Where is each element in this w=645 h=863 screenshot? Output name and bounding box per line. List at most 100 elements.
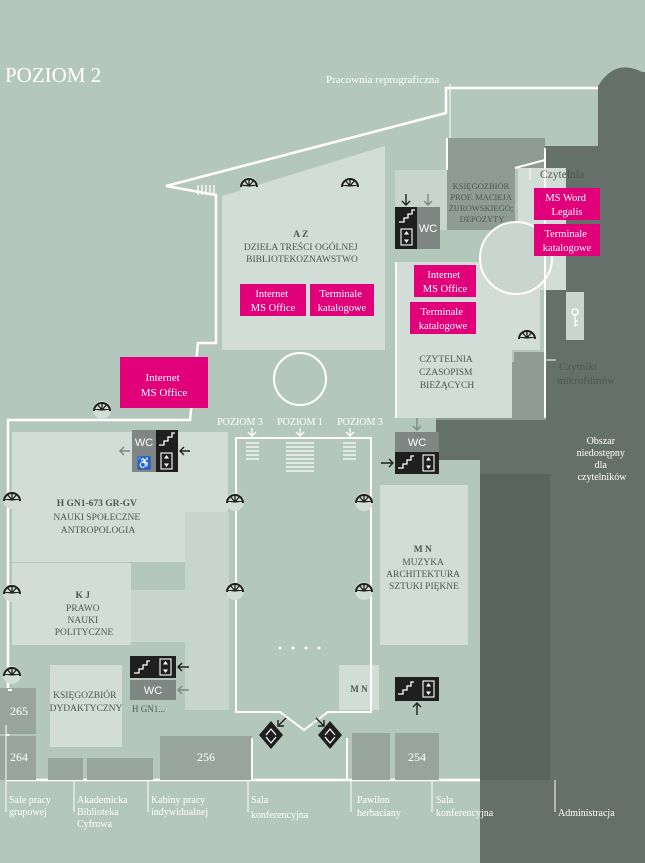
room-prof-label: KSIĘGOZBIÓR PROF. MACIEJA ŻUROWSKIEGO; D… bbox=[449, 181, 516, 224]
internet-right-box[interactable]: Internet MS Office bbox=[414, 265, 476, 297]
restricted-strip bbox=[480, 474, 550, 780]
svg-text:Terminale katalogowe: Terminale katalogowe bbox=[318, 289, 367, 314]
room-mn bbox=[380, 485, 468, 645]
room-mn-small bbox=[339, 665, 379, 710]
stairs-level-3-left[interactable]: POZIOM 3 bbox=[217, 417, 263, 460]
internet-left-line-1: Internet bbox=[146, 372, 180, 384]
wc-cluster-top[interactable]: WC bbox=[395, 194, 440, 249]
restricted-line-1: Obszar bbox=[587, 436, 616, 447]
room-number-256: 256 bbox=[197, 750, 215, 764]
room-az-line-2: BIBLIOTEKOZNAWSTWO bbox=[246, 255, 358, 265]
wheelchair-icon: ♿ bbox=[137, 456, 152, 470]
room-prof-line-4: DEPOZYTY bbox=[460, 214, 505, 224]
terminals-reading-box[interactable]: Terminale katalogowe bbox=[534, 224, 600, 256]
internet-left-box[interactable]: Internet MS Office bbox=[120, 357, 208, 408]
legend-tea-pavilion: Pawilon herbaciany bbox=[357, 795, 401, 819]
room-periodicals bbox=[396, 262, 540, 418]
room-256 bbox=[160, 736, 252, 780]
legend-conference-2: Sala konferencyjna bbox=[436, 795, 494, 819]
room-az-line-1: DZIEŁA TREŚCI OGÓLNEJ bbox=[244, 241, 358, 253]
terminals-az-box[interactable]: Terminale katalogowe bbox=[310, 284, 374, 316]
room-abc-2 bbox=[87, 758, 153, 780]
legend-tea-pavilion-line-1: Pawilon bbox=[357, 795, 390, 806]
stairs-right-label: POZIOM 3 bbox=[337, 417, 383, 428]
room-periodicals-line-3: BIEŻĄCYCH bbox=[420, 379, 475, 391]
room-periodicals-line-2: CZASOPISM bbox=[419, 368, 473, 378]
stairs-center-label: POZIOM 1 bbox=[277, 417, 323, 428]
terminals-reading-line-1: Terminale bbox=[544, 229, 587, 240]
wc-cluster-bottom-left[interactable]: WC H GN1... bbox=[130, 656, 189, 714]
room-mn-line-1: MUZYKA bbox=[402, 558, 444, 568]
spiral-stairs-icon bbox=[2, 665, 22, 685]
terminals-right-line-1: Terminale bbox=[420, 307, 463, 318]
wc-cluster-left[interactable]: WC ♿ bbox=[119, 430, 190, 472]
room-prof-line-3: ŻUROWSKIEGO; bbox=[449, 203, 514, 213]
room-prof-line-2: PROF. MACIEJA bbox=[450, 192, 513, 202]
stairs-left-label: POZIOM 3 bbox=[217, 417, 263, 428]
terminals-az-line-1: Terminale bbox=[319, 289, 362, 300]
legend-conference-1-line-2: konferencyjna bbox=[251, 810, 309, 821]
room-mn-label: M N MUZYKA ARCHITEKTURA SZTUKI PIĘKNE bbox=[386, 545, 462, 592]
restricted-label: Obszar niedostępny dla czytelników bbox=[577, 436, 628, 483]
room-mn-code: M N bbox=[414, 545, 432, 555]
room-kj-label: K J PRAWO NAUKI POLITYCZNE bbox=[55, 591, 114, 638]
lift-diamond-left[interactable] bbox=[259, 717, 287, 749]
room-conf-2 bbox=[352, 733, 390, 780]
restricted-line-2: niedostępny bbox=[577, 448, 625, 459]
level-title: POZIOM 2 bbox=[5, 63, 101, 87]
microfilm-line-1: Czytniki bbox=[559, 361, 597, 373]
terminals-reading-line-2: katalogowe bbox=[543, 243, 592, 254]
svg-text:Internet MS Office: Internet MS Office bbox=[141, 372, 188, 399]
key-icon bbox=[571, 308, 579, 327]
legend-conference-1: Sala konferencyjna bbox=[251, 795, 309, 821]
legend-group-rooms: Sale pracy grupowej bbox=[9, 795, 53, 818]
stairs-level-3-right[interactable]: POZIOM 3 bbox=[337, 417, 383, 460]
reading-room-label: Czytelnia bbox=[540, 169, 584, 181]
legend-digital-library-line-2: Biblioteka bbox=[77, 807, 119, 818]
room-abc-1 bbox=[48, 758, 83, 780]
internet-right-line-1: Internet bbox=[427, 270, 460, 281]
spiral-stairs-icon bbox=[354, 581, 374, 601]
wc-top-label: WC bbox=[419, 223, 437, 235]
room-kj-code: K J bbox=[76, 591, 91, 601]
lift-diamond-right[interactable] bbox=[315, 717, 342, 749]
legend-administration-line-1: Administracja bbox=[558, 808, 615, 819]
room-number-265: 265 bbox=[10, 704, 28, 718]
stairs-bottom-right[interactable] bbox=[395, 677, 439, 715]
room-kj-side bbox=[131, 590, 185, 642]
spiral-stairs-icon bbox=[2, 490, 22, 510]
room-h-right bbox=[185, 512, 229, 710]
legend-conference-1-line-1: Sala bbox=[251, 795, 269, 806]
room-number-254: 254 bbox=[408, 750, 426, 764]
svg-text:Terminale katalogowe: Terminale katalogowe bbox=[543, 229, 592, 254]
internet-az-box[interactable]: Internet MS Office bbox=[240, 284, 306, 316]
ms-word-line-1: MS Word bbox=[545, 193, 586, 204]
room-kj bbox=[12, 563, 131, 645]
ms-word-box[interactable]: MS Word Legalis bbox=[534, 188, 600, 220]
terminals-right-box[interactable]: Terminale katalogowe bbox=[410, 302, 476, 334]
room-h-code: H GN1-673 GR-GV bbox=[57, 499, 137, 509]
room-az-label: A Z DZIEŁA TREŚCI OGÓLNEJ BIBLIOTEKOZNAW… bbox=[244, 230, 360, 265]
wc-right-label: WC bbox=[408, 437, 426, 449]
internet-az-line-2: MS Office bbox=[251, 303, 296, 314]
svg-text:Terminale katalogowe: Terminale katalogowe bbox=[419, 307, 468, 332]
restricted-line-4: czytelników bbox=[578, 472, 628, 483]
svg-text:MS Word Legalis: MS Word Legalis bbox=[545, 193, 588, 218]
staff-zone bbox=[447, 138, 545, 230]
spiral-stairs-icon bbox=[225, 581, 245, 601]
microfilm-line-2: mikrofilmów bbox=[557, 375, 615, 387]
legend-administration: Administracja bbox=[558, 808, 615, 819]
terminals-right-line-2: katalogowe bbox=[419, 321, 468, 332]
room-h-line-2: ANTROPOLOGIA bbox=[61, 526, 136, 536]
room-h-label: H GN1-673 GR-GV NAUKI SPOŁECZNE ANTROPOL… bbox=[53, 499, 142, 536]
wc-cluster-right[interactable]: WC bbox=[381, 418, 439, 474]
legend-individual-cabins-line-1: Kabiny pracy bbox=[151, 795, 205, 806]
legend-digital-library-line-3: Cyfrowa bbox=[77, 819, 113, 830]
legend-group-rooms-line-2: grupowej bbox=[9, 807, 47, 818]
room-didactic-line-2: DYDAKTYCZNY bbox=[50, 704, 123, 714]
legend-digital-library: Akademicka Biblioteka Cyfrowa bbox=[77, 795, 130, 830]
room-didactic-label: KSIĘGOZBIÓR DYDAKTYCZNY bbox=[50, 689, 123, 714]
stairs-level-1-center[interactable]: POZIOM 1 bbox=[277, 417, 323, 472]
hall-dots bbox=[278, 646, 321, 650]
